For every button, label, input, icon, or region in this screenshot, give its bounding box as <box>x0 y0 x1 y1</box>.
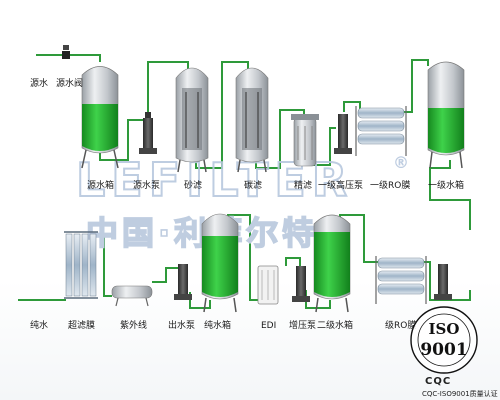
brand-reg-mark: ® <box>393 153 409 172</box>
brand-watermark: LEFILTER ® <box>75 152 409 208</box>
label-ro-2: 级RO膜 <box>385 319 416 331</box>
label-carbon-filter: 碳滤 <box>244 179 262 191</box>
label-raw-tank: 源水箱 <box>87 179 114 191</box>
cqc-certification: CQC CQC-ISO9001质量认证 <box>422 376 498 398</box>
label-tank-1: 一级水箱 <box>428 179 464 191</box>
labels: 源水 源水阀 源水箱 源水泵 砂滤 碳滤 精滤 一级高压泵 一级RO膜 一级水箱… <box>30 77 464 331</box>
label-out-pump: 出水泵 <box>168 319 195 331</box>
label-uf: 超滤膜 <box>68 319 95 331</box>
carbon-filter-tank <box>235 67 269 173</box>
pure-water-tank <box>201 213 239 313</box>
secondary-water-tank <box>313 214 351 313</box>
outlet-pump <box>174 264 192 300</box>
ultrafiltration-membrane <box>64 231 98 299</box>
label-precision-filter: 精滤 <box>294 179 312 191</box>
booster-pump <box>292 266 310 302</box>
cqc-logo-icon: CQC <box>425 376 451 387</box>
high-pressure-pump-2 <box>434 264 452 300</box>
ro-membrane-1 <box>355 106 407 156</box>
label-uv: 紫外线 <box>120 319 147 331</box>
sand-filter-tank <box>175 67 209 173</box>
label-source-valve: 源水阀 <box>56 77 83 89</box>
label-pure-water: 纯水 <box>30 319 48 331</box>
high-pressure-pump-1 <box>334 114 352 154</box>
label-hp-pump-1: 一级高压泵 <box>318 179 363 191</box>
chinese-watermark: 中国·利菲尔特 <box>85 213 318 253</box>
label-edi: EDI <box>261 321 276 331</box>
label-boost-pump: 增压泵 <box>289 319 316 331</box>
label-sand-filter: 砂滤 <box>184 179 202 191</box>
label-ro-1: 一级RO膜 <box>370 179 410 191</box>
cqc-caption: CQC-ISO9001质量认证 <box>422 389 498 398</box>
chinese-watermark-text: 中国·利菲尔特 <box>86 214 318 252</box>
raw-water-pump <box>139 112 157 154</box>
seal-iso-text: ISO <box>429 320 460 338</box>
seal-number-text: 9001 <box>420 340 467 360</box>
iso-seal: ISO 9001 <box>410 306 478 374</box>
precision-filter <box>291 114 319 167</box>
source-valve <box>62 45 70 59</box>
primary-water-tank <box>427 61 465 169</box>
label-raw-pump: 源水泵 <box>133 179 160 191</box>
raw-water-tank <box>81 66 119 169</box>
ro-membrane-2 <box>375 256 427 304</box>
label-source-water: 源水 <box>30 77 48 89</box>
pipes <box>36 54 471 230</box>
uv-sterilizer <box>111 285 153 307</box>
label-pure-tank: 纯水箱 <box>204 319 231 331</box>
label-tank-2: 二级水箱 <box>317 319 353 331</box>
edi-module <box>257 265 279 305</box>
